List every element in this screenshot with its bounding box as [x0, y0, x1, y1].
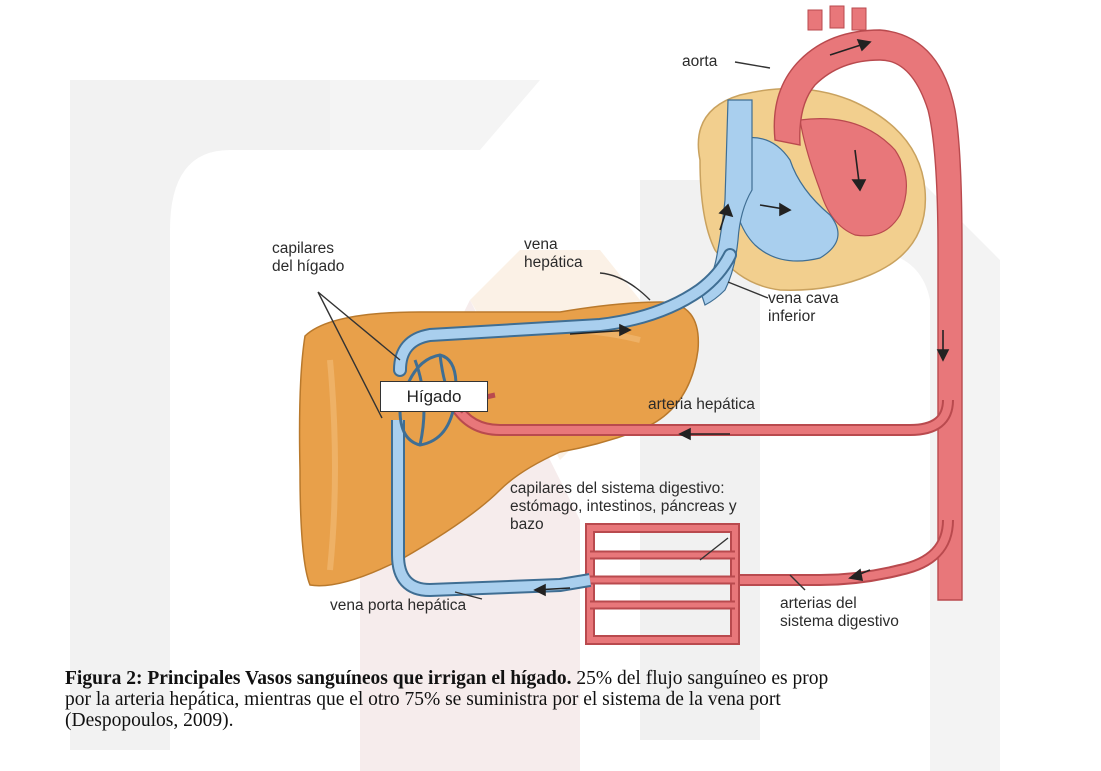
caption-title: Figura 2: Principales Vasos sanguíneos q… — [65, 668, 572, 689]
label-capilares-sistema-digestivo: capilares del sistema digestivo:estómago… — [510, 480, 737, 534]
label-vena-porta-hepatica: vena porta hepática — [330, 597, 466, 615]
digestive-arteries — [740, 520, 948, 580]
figure-caption: Figura 2: Principales Vasos sanguíneos q… — [65, 668, 1101, 731]
digestive-capillaries — [590, 528, 735, 640]
caption-line3: (Despopoulos, 2009). — [65, 710, 1101, 731]
label-higado: Hígado — [380, 381, 488, 412]
liver — [300, 302, 699, 586]
label-aorta: aorta — [682, 53, 717, 71]
label-arteria-hepatica: arteria hepática — [648, 396, 755, 414]
caption-line1-rest: 25% del flujo sanguíneo es prop — [572, 668, 829, 689]
caption-line2: por la arteria hepática, mientras que el… — [65, 689, 1101, 710]
